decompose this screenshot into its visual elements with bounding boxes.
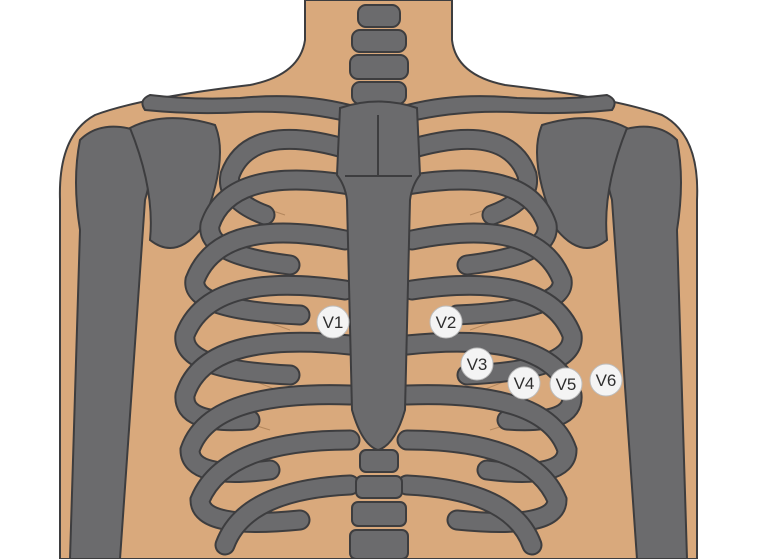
electrode-v3: V3 xyxy=(461,348,493,380)
electrode-v5-label: V5 xyxy=(556,375,577,394)
electrode-v4: V4 xyxy=(508,367,540,399)
electrode-v6: V6 xyxy=(590,364,622,396)
electrode-v2: V2 xyxy=(430,306,462,338)
electrode-v5: V5 xyxy=(550,368,582,400)
electrode-v3-label: V3 xyxy=(467,355,488,374)
electrode-v1-label: V1 xyxy=(323,313,344,332)
electrode-v4-label: V4 xyxy=(514,374,535,393)
cervical-spine xyxy=(350,5,408,104)
electrode-v2-label: V2 xyxy=(436,313,457,332)
electrode-v1: V1 xyxy=(317,306,349,338)
electrode-v6-label: V6 xyxy=(596,371,617,390)
